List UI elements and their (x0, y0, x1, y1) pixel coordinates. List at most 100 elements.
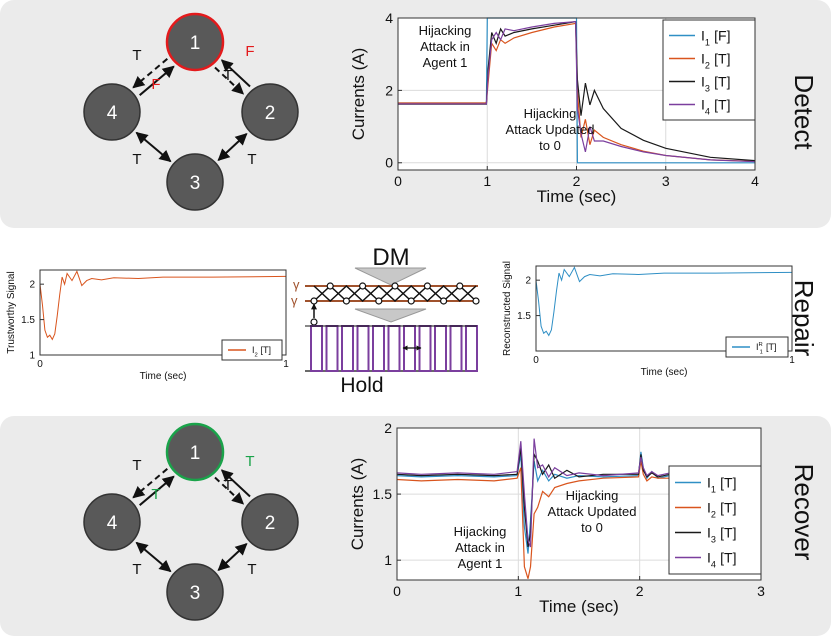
y-axis-label: Reconstructed Signal (502, 261, 513, 356)
legend-subscript: 4 (705, 106, 710, 116)
y-tick-label: 2 (525, 276, 531, 287)
dm-node (423, 282, 431, 290)
x-tick-label: 1 (283, 359, 289, 370)
dm-funnel-arrow-top (354, 267, 427, 286)
series-line-recover-2 (396, 460, 670, 579)
legend-subscript: 1 (711, 484, 716, 494)
edge-label-2-3: T (247, 151, 256, 168)
y-tick-label: 2 (384, 420, 392, 436)
hold-pulse (418, 325, 432, 372)
dm-node (310, 297, 318, 305)
legend-status: [T] (260, 345, 271, 355)
agent-node-label-4: 4 (107, 103, 118, 124)
edge-label-1-4-right: T (151, 486, 160, 503)
annotation-text: Agent 1 (458, 556, 503, 571)
y-tick-label: 2 (29, 280, 35, 291)
edge-label-4-3: T (132, 561, 141, 578)
legend-subscript: 3 (705, 83, 710, 93)
dm-funnel-arrow-bottom (354, 308, 427, 323)
x-tick-label: 2 (573, 173, 581, 189)
annotation-text: Hijacking (524, 106, 577, 121)
hold-pulse (341, 325, 354, 372)
legend-superscript: R (759, 342, 763, 348)
hold-pulse (465, 325, 478, 372)
legend-subscript: 3 (711, 534, 716, 544)
edge-label-1-2-left: T (245, 453, 254, 470)
agent-node-label-3: 3 (190, 583, 201, 604)
legend-subscript: 4 (711, 559, 716, 569)
hold-pulse (356, 325, 370, 372)
y-tick-label: 1 (384, 552, 392, 568)
agent-node-3 (166, 563, 224, 621)
edge-4-3 (135, 131, 172, 163)
legend-status: [T] (720, 499, 736, 515)
legend-status: [T] (766, 342, 777, 352)
edge-2-3 (217, 543, 248, 571)
hold-pulse (387, 325, 401, 372)
series-line-recover-4 (396, 438, 671, 548)
dm-zigzag-cross (313, 284, 477, 303)
x-axis-label: Time (sec) (140, 371, 187, 382)
agent-node-2 (241, 83, 299, 141)
y-tick-label: 0 (385, 155, 393, 171)
legend-subscript: 2 (705, 60, 710, 70)
agent-node-label-1: 1 (190, 443, 201, 464)
plot-frame (39, 269, 287, 356)
hold-pulse (325, 325, 339, 372)
y-tick-label: 4 (385, 10, 393, 26)
agent-node-label-2: 2 (265, 513, 276, 534)
edge-2-to-1 (220, 469, 251, 498)
dm-node (375, 297, 383, 305)
legend-subscript: 1 (705, 37, 710, 47)
annotation-text: Hijacking (566, 488, 619, 503)
legend-box (725, 336, 789, 358)
legend-status: [T] (720, 474, 736, 490)
x-tick-label: 4 (751, 173, 759, 189)
series-line-trust-2 (39, 270, 287, 341)
agent-node-1 (165, 12, 225, 72)
edge-label-1-4-left: T (132, 457, 141, 474)
dm-node (342, 297, 350, 305)
stage-label-recover: Recover (789, 464, 819, 561)
edge-1-to-2-dashed (214, 476, 245, 505)
hold-pulse (434, 325, 447, 372)
agent-node-4 (83, 83, 141, 141)
agent-node-label-1: 1 (190, 33, 201, 54)
edge-label-1-2-left: F (245, 43, 254, 60)
gamma-label-lower: γ (291, 293, 298, 308)
x-tick-label: 1 (514, 583, 522, 599)
legend-status: [T] (720, 524, 736, 540)
hold-pulse (449, 325, 463, 372)
x-tick-label: 3 (662, 173, 670, 189)
x-tick-label: 3 (757, 583, 765, 599)
y-tick-label: 1 (29, 351, 35, 362)
edge-4-to-1 (139, 65, 175, 96)
legend-status: [T] (714, 50, 730, 66)
dm-sample-node (310, 318, 318, 326)
dm-label: DM (372, 244, 409, 271)
y-axis-label: Trustworthy Signal (6, 271, 17, 353)
y-tick-label: 2 (385, 82, 393, 98)
y-tick-label: 1.5 (373, 486, 393, 502)
agent-node-3 (166, 153, 224, 211)
y-tick-label: 1.5 (21, 315, 35, 326)
legend-box (662, 19, 756, 121)
dm-node (359, 282, 367, 290)
stage-label-detect: Detect (789, 74, 819, 150)
agent-node-label-3: 3 (190, 173, 201, 194)
annotation-text: Attack Updated (548, 504, 637, 519)
dm-node (326, 282, 334, 290)
agent-node-label-2: 2 (265, 103, 276, 124)
edge-label-1-4-right: F (151, 76, 160, 93)
y-axis-label: Currents (A) (349, 48, 368, 141)
edge-label-1-4-left: T (132, 47, 141, 64)
legend-subscript: 2 (255, 352, 258, 358)
dm-node (456, 282, 464, 290)
edge-4-to-1 (139, 475, 175, 506)
legend-status: [T] (714, 73, 730, 89)
